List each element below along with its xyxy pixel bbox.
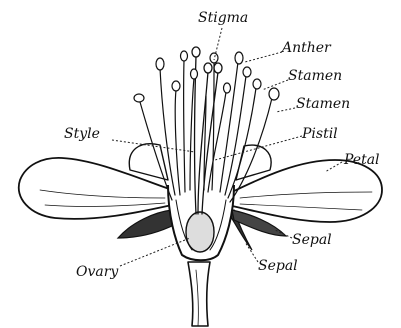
- ovary: [186, 212, 214, 252]
- stigma-head: [204, 63, 212, 73]
- back-petal: [236, 145, 271, 180]
- label-sepal: Sepal: [292, 232, 332, 248]
- label-anther: Anther: [280, 40, 332, 56]
- label-sepal: Sepal: [258, 258, 298, 274]
- leader-anther: [245, 52, 282, 62]
- flower-stalk: [188, 262, 210, 326]
- label-stamen: Stamen: [288, 68, 342, 84]
- leader-sepal-2: [245, 242, 258, 262]
- label-stigma: Stigma: [198, 10, 248, 26]
- leader-stigma: [214, 28, 222, 60]
- label-ovary: Ovary: [76, 264, 119, 280]
- stigma-head: [192, 47, 200, 57]
- stigma-head: [214, 63, 222, 73]
- label-style: Style: [64, 126, 100, 142]
- label-pistil: Pistil: [301, 126, 338, 142]
- label-stamen: Stamen: [296, 96, 350, 112]
- leader-ovary: [120, 238, 190, 266]
- label-petal: Petal: [343, 152, 380, 168]
- leader-stamen-2: [276, 108, 295, 112]
